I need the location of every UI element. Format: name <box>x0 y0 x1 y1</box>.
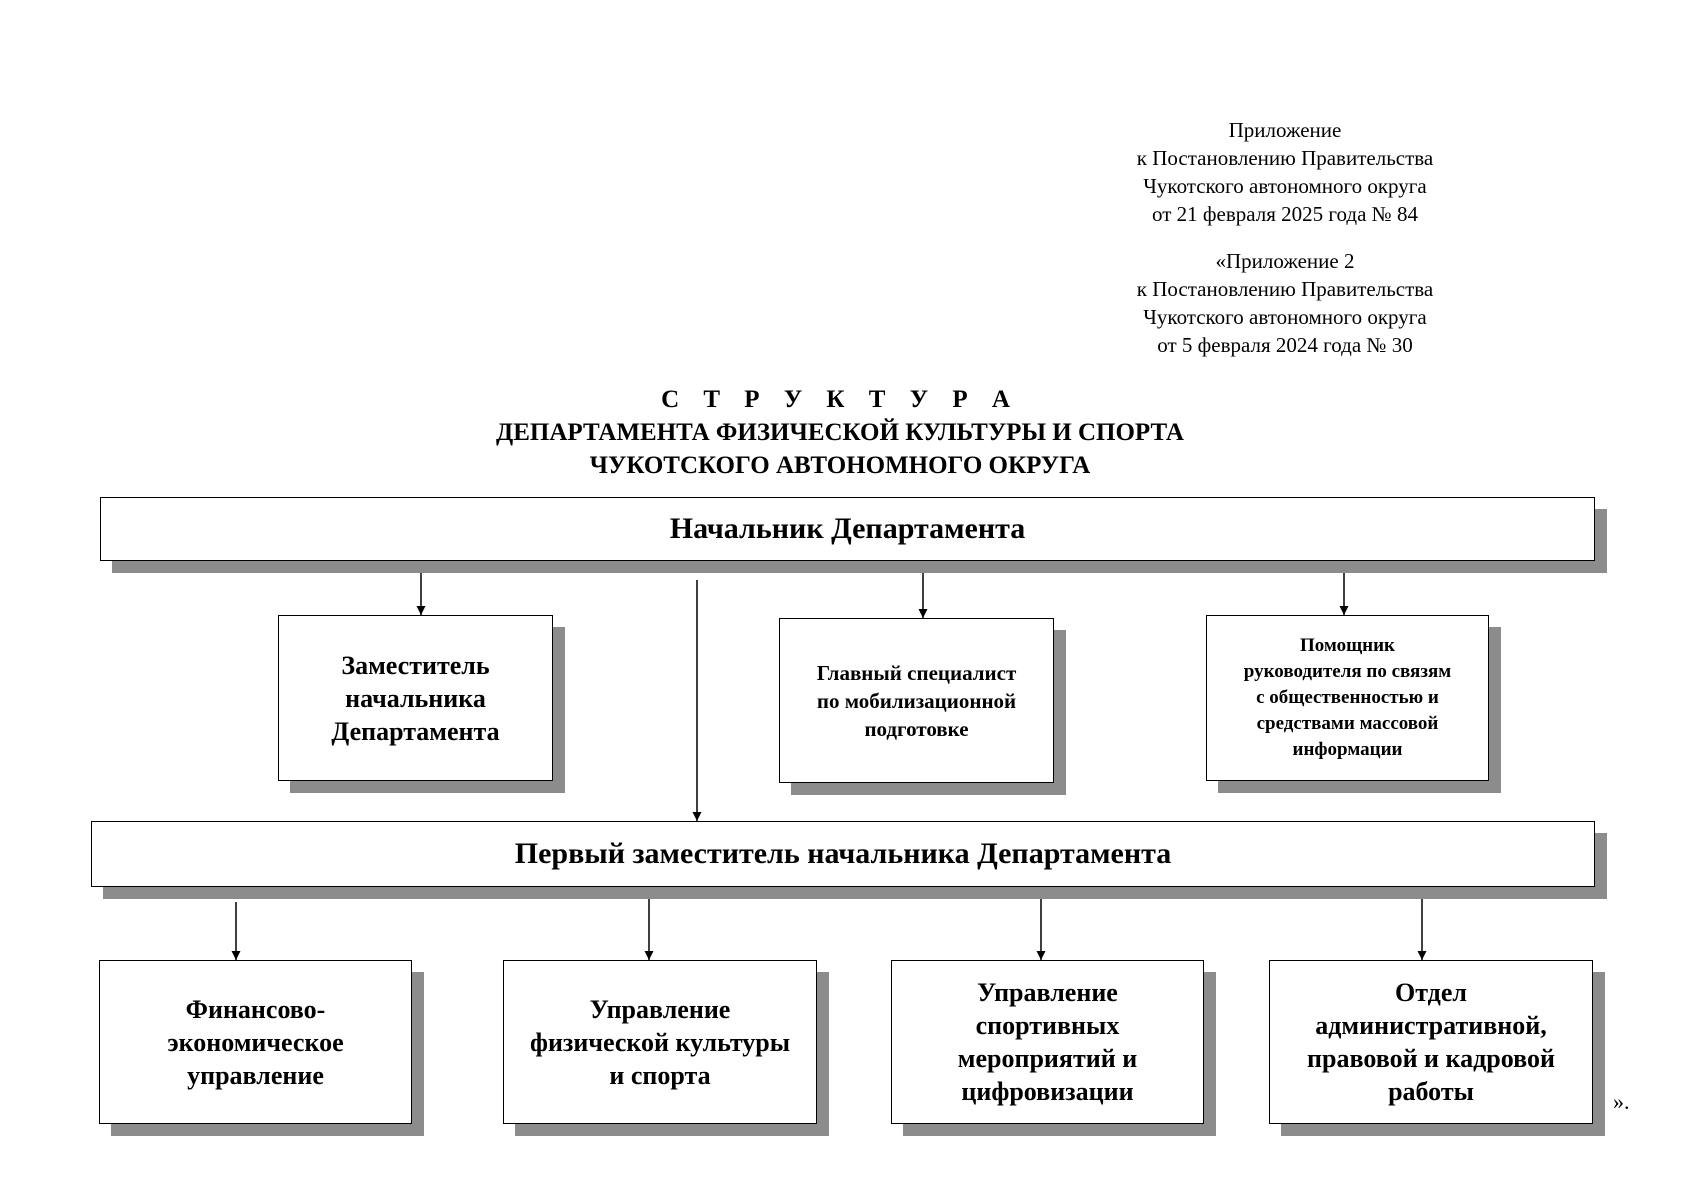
annex2-line: от 5 февраля 2024 года № 30 <box>1157 333 1413 357</box>
events-label-line: цифровизации <box>961 1077 1134 1106</box>
annex-line: Чукотского автономного округа <box>1143 174 1427 198</box>
finance-label-line: Финансово- <box>185 994 326 1024</box>
finance-label-line: экономическое <box>167 1027 344 1057</box>
first-deputy-label: Первый заместитель начальника Департамен… <box>514 837 1172 870</box>
closing-quote-mark: ». <box>1613 1089 1630 1114</box>
events-label-line: мероприятий и <box>957 1044 1138 1073</box>
admin-label-line: работы <box>1388 1077 1474 1106</box>
admin-label-line: Отдел <box>1395 978 1467 1007</box>
assistant-label-line: информации <box>1292 739 1403 760</box>
mobilization-label-line: Главный специалист <box>816 660 1017 685</box>
admin-label-line: административной, <box>1315 1011 1547 1040</box>
admin-legal-hr-box: Отдел административной, правовой и кадро… <box>1269 960 1593 1124</box>
sport-management-box: Управление физической культуры и спорта <box>503 960 817 1124</box>
finance-label-line: управление <box>187 1060 324 1090</box>
assistant-label-line: средствами массовой <box>1256 713 1439 734</box>
events-label-line: Управление <box>977 978 1118 1007</box>
first-deputy-box: Первый заместитель начальника Департамен… <box>91 821 1595 887</box>
assistant-label-line: руководителя по связям <box>1243 661 1452 682</box>
chief-label: Начальник Департамента <box>669 512 1026 545</box>
deputy-box: Заместитель начальника Департамента <box>278 615 553 781</box>
assistant-box: Помощник руководителя по связям с общест… <box>1206 615 1489 781</box>
title-line-department: ДЕПАРТАМЕНТА ФИЗИЧЕСКОЙ КУЛЬТУРЫ И СПОРТ… <box>496 419 1184 446</box>
assistant-label-line: с общественностью и <box>1256 687 1439 708</box>
deputy-label-line: Департамента <box>331 716 500 746</box>
events-label-line: спортивных <box>975 1011 1120 1040</box>
mobilization-label-line: по мобилизационной <box>816 688 1017 713</box>
chief-box: Начальник Департамента <box>100 497 1595 561</box>
sport-management-label-line: физической культуры <box>529 1027 791 1057</box>
annex2-line: Чукотского автономного округа <box>1143 305 1427 329</box>
title-line-region: ЧУКОТСКОГО АВТОНОМНОГО ОКРУГА <box>589 452 1091 479</box>
annex-header: Приложение к Постановлению Правительства… <box>1075 116 1495 228</box>
title-line-structure: С Т Р У К Т У Р А <box>661 386 1019 413</box>
events-digitalization-box: Управление спортивных мероприятий и цифр… <box>891 960 1204 1124</box>
sport-management-label-line: Управление <box>589 994 731 1024</box>
annex2-line: к Постановлению Правительства <box>1136 277 1434 301</box>
finance-department-box: Финансово- экономическое управление <box>99 960 412 1124</box>
admin-label-line: правовой и кадровой <box>1307 1044 1555 1073</box>
mobilization-label-line: подготовке <box>864 716 969 741</box>
assistant-label-line: Помощник <box>1299 635 1395 656</box>
mobilization-specialist-box: Главный специалист по мобилизационной по… <box>779 618 1054 783</box>
sport-management-label-line: и спорта <box>609 1060 711 1090</box>
annex2-line: «Приложение 2 <box>1215 249 1355 273</box>
document-title: С Т Р У К Т У Р А ДЕПАРТАМЕНТА ФИЗИЧЕСКО… <box>200 383 1480 482</box>
annex2-header: «Приложение 2 к Постановлению Правительс… <box>1075 247 1495 359</box>
annex-line: Приложение <box>1228 118 1342 142</box>
deputy-label-line: Заместитель <box>341 650 490 680</box>
annex-line: к Постановлению Правительства <box>1136 146 1434 170</box>
annex-line: от 21 февраля 2025 года № 84 <box>1152 202 1418 226</box>
deputy-label-line: начальника <box>345 683 486 713</box>
